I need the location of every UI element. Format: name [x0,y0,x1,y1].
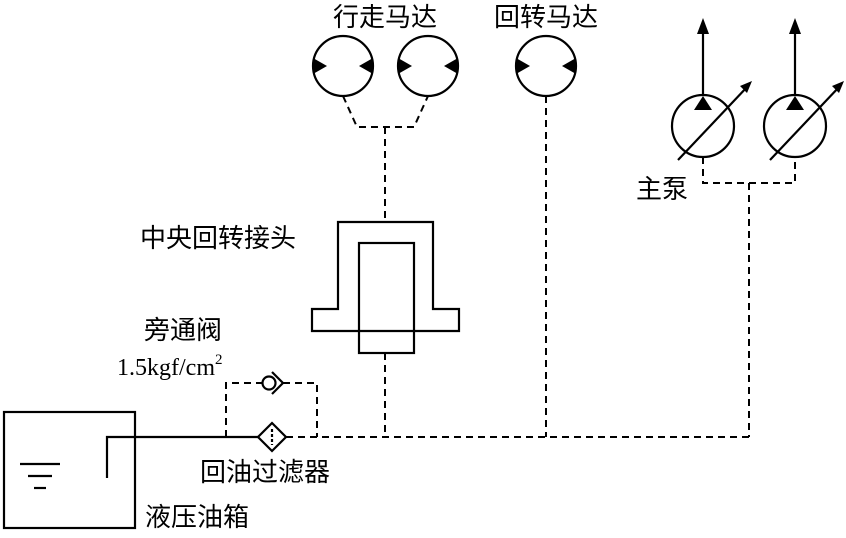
bypass-pressure-value: 1.5kgf/cm [117,355,215,381]
swing-motor [514,34,578,98]
hydraulic-oil-tank [2,410,137,530]
main-pump-left [670,18,752,161]
swing-motor-label: 回转马达 [494,3,598,33]
bypass-check-valve [261,371,284,395]
main-pump-right [762,18,844,161]
center-joint-label: 中央回转接头 [140,224,296,254]
drain-lines-dashed [225,95,796,438]
travel-motor-left [311,34,375,98]
return-filter [256,421,288,453]
bypass-valve-label: 旁通阀 [144,316,222,346]
center-swivel-joint [310,220,461,355]
travel-motor-right [396,34,460,98]
bypass-pressure-exponent: 2 [215,352,223,368]
bypass-pressure-label: 1.5kgf/cm2 [117,352,222,381]
tank-label: 液压油箱 [145,503,249,533]
main-pump-label: 主泵 [636,175,688,205]
return-line-solid [105,435,258,478]
return-filter-label: 回油过滤器 [200,458,330,488]
travel-motor-label: 行走马达 [333,3,437,33]
